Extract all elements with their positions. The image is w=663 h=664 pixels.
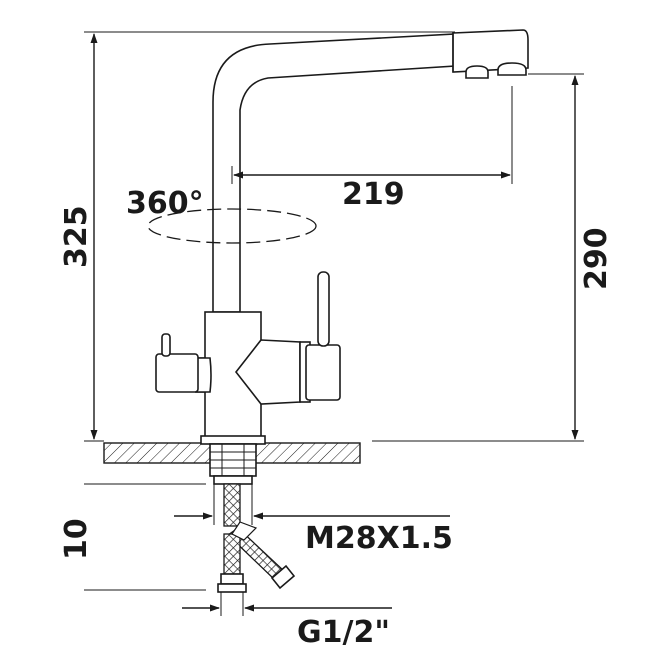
spout-height-label: 290 <box>579 227 614 290</box>
connector-size-label: G1/2" <box>297 615 390 650</box>
faucet-body <box>155 271 341 445</box>
rotation-indicator <box>147 208 317 244</box>
dimension-lines <box>84 31 584 616</box>
mount-depth-label: 10 <box>59 518 94 560</box>
faucet-spout <box>212 29 529 313</box>
rotation-label: 360° <box>126 186 204 221</box>
mounting-shank <box>209 443 257 485</box>
flexible-hoses <box>217 483 296 593</box>
total-height-label: 325 <box>59 205 94 268</box>
thread-size-label: M28X1.5 <box>305 521 453 556</box>
spout-reach-label: 219 <box>342 177 405 212</box>
